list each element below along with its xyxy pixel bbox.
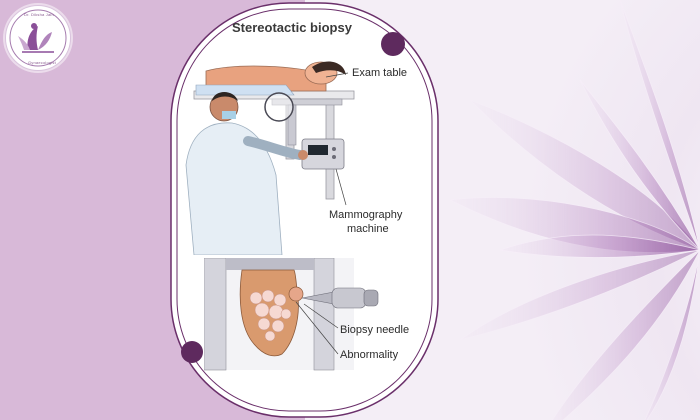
label-mammography-machine-line2: machine (347, 223, 389, 235)
logo-bottom-text: Gynaecologist (28, 60, 56, 65)
diagram-title: Stereotactic biopsy (232, 20, 352, 35)
logo-ring-text: Dr. Diksha Jain (24, 12, 54, 17)
exam-illustration (185, 61, 355, 255)
accent-dot-top (381, 32, 405, 56)
label-abnormality: Abnormality (340, 349, 399, 361)
label-mammography-machine-line1: Mammography (329, 209, 403, 221)
label-exam-table: Exam table (352, 67, 408, 79)
label-biopsy-needle: Biopsy needle (340, 324, 410, 336)
clinic-logo[interactable]: Dr. Diksha Jain Gynaecologist (5, 5, 71, 71)
biopsy-closeup-illustration (204, 258, 379, 371)
lotus-flower-decoration (450, 0, 700, 420)
accent-dot-bottom (181, 341, 203, 363)
lotus-woman-logo-icon (9, 9, 67, 67)
